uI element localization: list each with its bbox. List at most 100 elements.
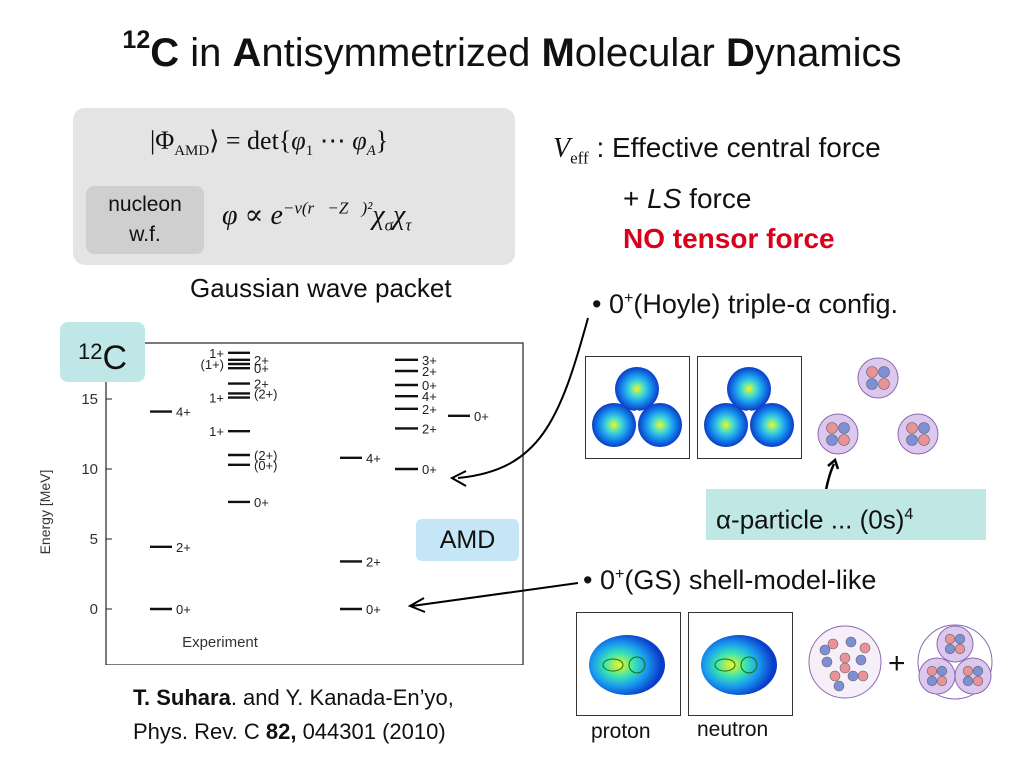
citation-volume: 82, <box>265 719 297 744</box>
y-axis-label: Energy [MeV] <box>37 470 53 555</box>
nucleon-dot <box>972 675 984 687</box>
alpha-cluster-right <box>750 403 794 447</box>
proton-label: proton <box>591 720 651 743</box>
citation-line2: Phys. Rev. C 82, 044301 (2010) <box>133 719 446 744</box>
nucleon-dot <box>827 638 839 650</box>
proton-density-plot <box>576 612 681 716</box>
level-label: 0+ <box>422 378 437 393</box>
level-label: 1+ <box>209 346 224 361</box>
experiment-label: Experiment <box>182 634 259 651</box>
alpha-particle <box>897 413 939 455</box>
alpha-cluster-left <box>592 403 636 447</box>
alpha-cluster-left <box>704 403 748 447</box>
level-label: (0+) <box>254 458 277 473</box>
neutron-density-plot <box>688 612 793 716</box>
veff-line1: Veff : Effective central force <box>553 128 881 179</box>
level-label: 2+ <box>422 364 437 379</box>
alpha-cluster-top <box>727 367 771 411</box>
level-label: 2+ <box>366 554 381 569</box>
nucleon-dot <box>829 670 841 682</box>
nucleon-dot <box>826 422 838 434</box>
hoyle-density-plot-2 <box>697 356 802 459</box>
nucleon-dot <box>926 665 938 677</box>
level-label: 4+ <box>176 405 191 420</box>
nucleon-dot <box>833 680 845 692</box>
level-label: 2+ <box>422 421 437 436</box>
level-label: 3+ <box>422 353 437 368</box>
title-c: C <box>150 31 180 75</box>
level-label: 0+ <box>422 462 437 477</box>
nucleon-dot <box>826 434 838 446</box>
nucleon-dot <box>906 434 918 446</box>
nucleon-dot <box>838 422 850 434</box>
nucleon-dot <box>866 378 878 390</box>
alpha-pointer-arrow <box>824 458 840 491</box>
level-label: (2+) <box>254 386 277 401</box>
citation: T. Suhara. and Y. Kanada-En’yo, Phys. Re… <box>133 681 454 749</box>
alpha-particle <box>817 413 859 455</box>
hoyle-density-plot-1 <box>585 356 690 459</box>
level-label: 1+ <box>209 391 224 406</box>
nucleon-dot <box>819 644 831 656</box>
title-olecular: olecular <box>574 31 726 75</box>
nucleon-dot <box>839 652 851 664</box>
nucleon-dot <box>855 654 867 666</box>
gaussian-formula: φ ∝ e−ν(r⃗−Z⃗)²χσχτ <box>222 198 412 235</box>
no-tensor-force: NO tensor force <box>623 222 835 254</box>
level-label: 1+ <box>209 424 224 439</box>
veff-symbol: Veff <box>553 133 589 168</box>
nucleon-dot <box>918 434 930 446</box>
title-mass-number: 12 <box>122 26 151 54</box>
nucleon-dot <box>845 636 857 648</box>
nucleon-dot <box>944 643 956 655</box>
level-label: 0+ <box>254 361 269 376</box>
c12-badge: 12C <box>60 322 145 382</box>
nucleon-dot <box>962 675 974 687</box>
level-label: (2+) <box>254 448 277 463</box>
alpha-particle <box>857 357 899 399</box>
nucleon-dot <box>878 378 890 390</box>
nucleon-dot <box>859 642 871 654</box>
amd-badge: AMD <box>416 519 519 561</box>
title-d: D <box>725 31 755 75</box>
alpha-particle <box>954 657 992 695</box>
veff-line2: + LS force <box>623 182 752 214</box>
alpha-particle <box>936 625 974 663</box>
hoyle-text: (Hoyle) triple-α config. <box>633 289 899 319</box>
gs-text: (GS) shell-model-like <box>624 565 877 595</box>
neutron-density-blob <box>701 635 777 695</box>
gs-bullet: • 0+(GS) shell-model-like <box>583 565 877 595</box>
nucleon-dot <box>906 422 918 434</box>
interaction-description: Veff : Effective central force + LS forc… <box>553 128 881 259</box>
title-ntisym: ntisymmetrized <box>261 31 542 75</box>
nucleon-label-line2: w.f. <box>129 223 161 246</box>
level-label: 4+ <box>422 389 437 404</box>
citation-author: T. Suhara <box>133 685 231 710</box>
cluster-sphere <box>917 624 993 700</box>
nucleon-dot <box>839 662 851 674</box>
nucleon-dot <box>847 670 859 682</box>
nucleon-dot <box>866 366 878 378</box>
nucleon-dot <box>918 422 930 434</box>
y-tick-label: 0 <box>90 601 98 618</box>
hoyle-bullet: • 0+(Hoyle) triple-α config. <box>592 289 899 319</box>
y-tick-label: 10 <box>81 461 98 478</box>
level-label: 2+ <box>176 540 191 555</box>
nucleon-dot <box>972 665 984 677</box>
level-label: 0+ <box>366 602 381 617</box>
level-label: 0+ <box>474 409 489 424</box>
nucleon-dot <box>821 656 833 668</box>
nucleon-dot <box>944 633 956 645</box>
proton-density-blob <box>589 635 665 695</box>
nucleon-dot <box>936 675 948 687</box>
y-tick-label: 5 <box>90 531 98 548</box>
level-label: (1+) <box>201 357 224 372</box>
nucleon-dot <box>926 675 938 687</box>
nucleon-dot <box>962 665 974 677</box>
alpha-particle-label: α-particle ... (0s)4 <box>706 489 986 540</box>
ls-text: LS <box>647 182 682 214</box>
amd-wavefunction-formula: |ΦAMD⟩ = det{φ1 ⋯ φA} <box>150 126 389 160</box>
nucleon-dot <box>838 434 850 446</box>
